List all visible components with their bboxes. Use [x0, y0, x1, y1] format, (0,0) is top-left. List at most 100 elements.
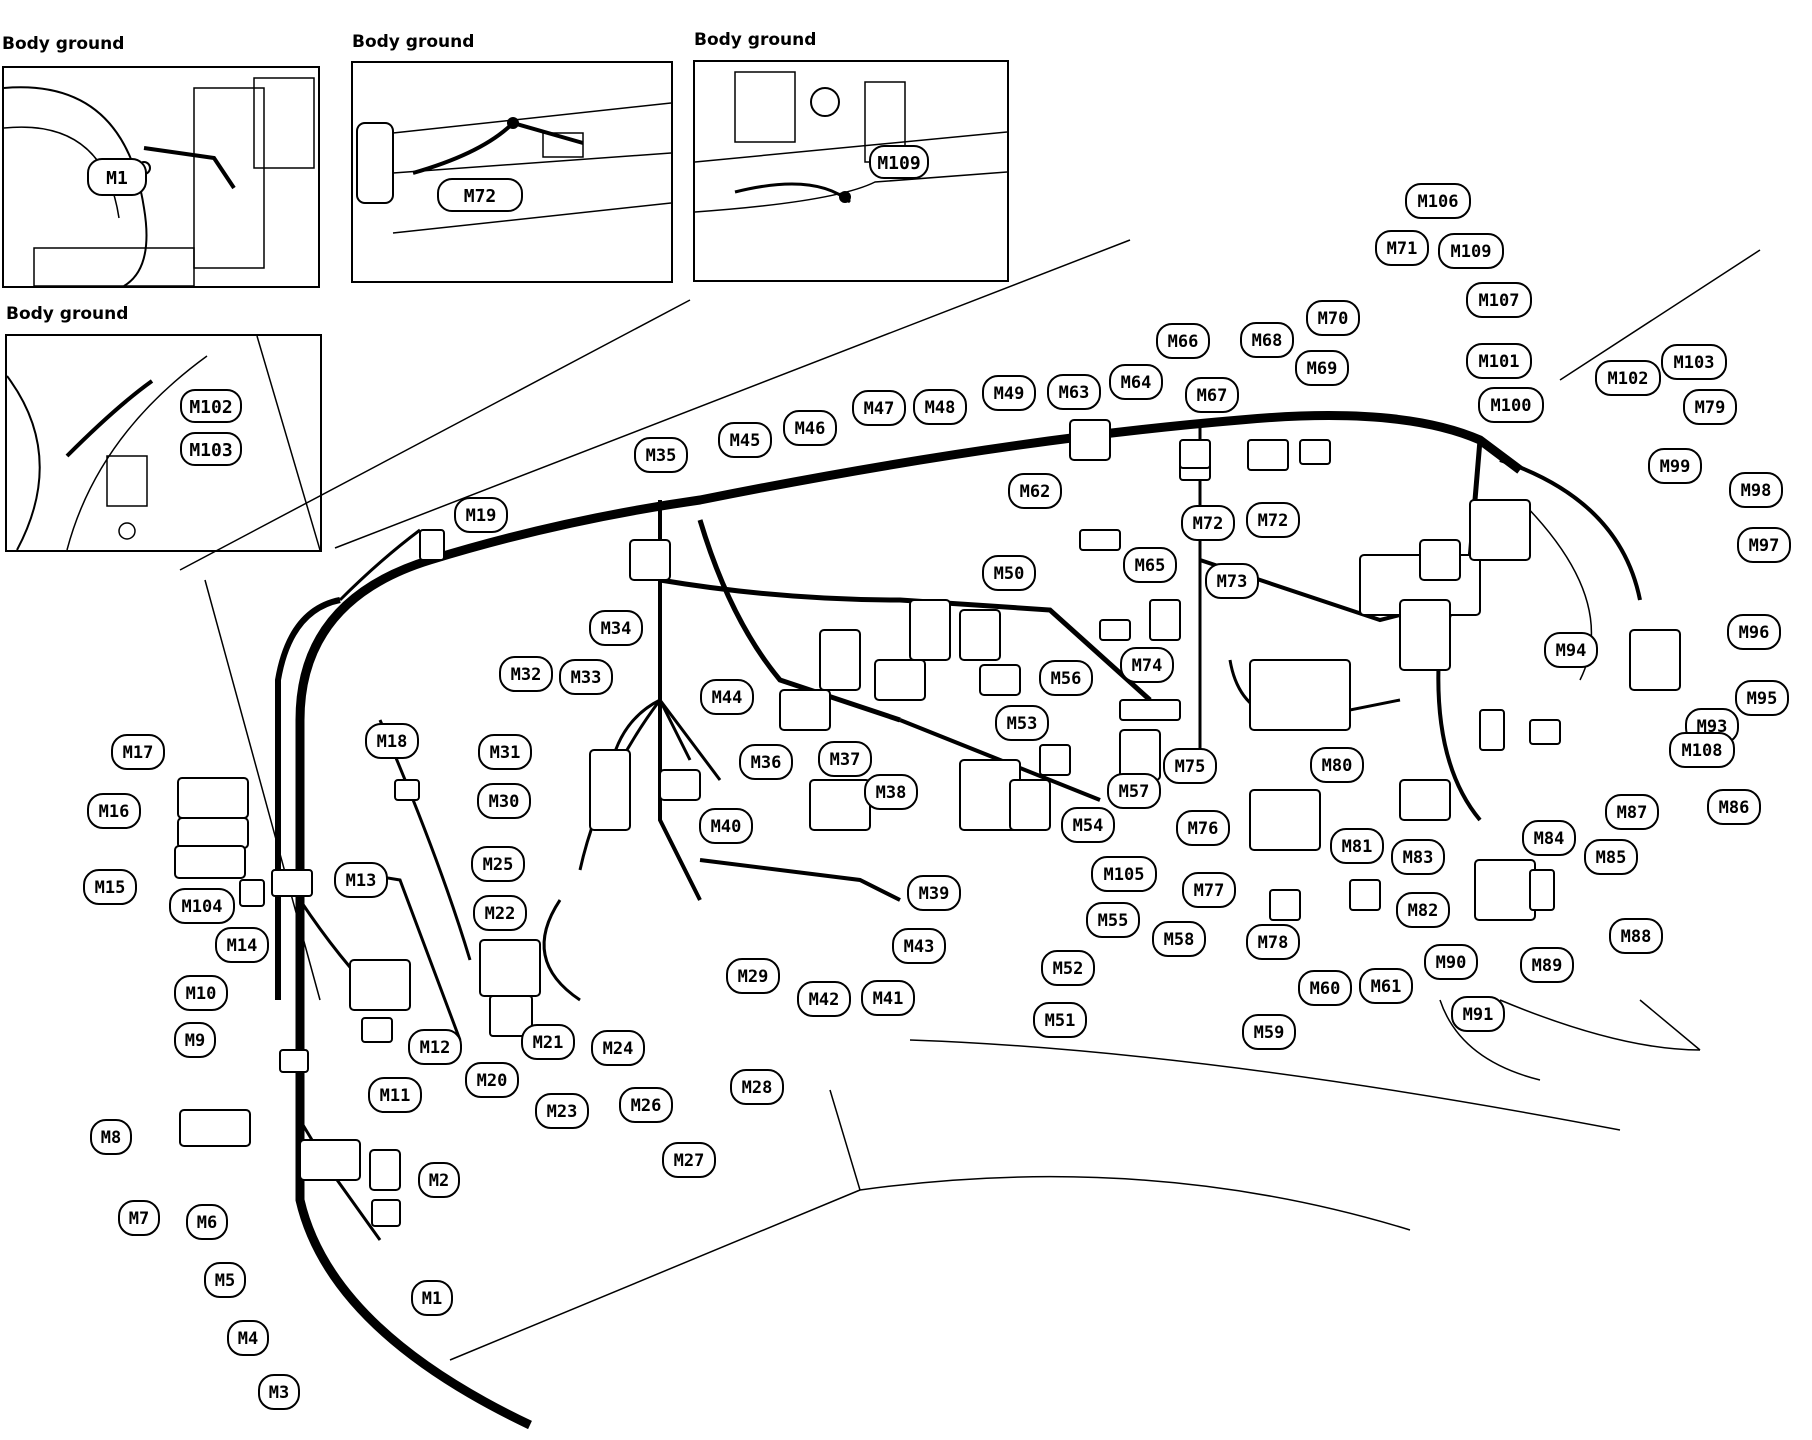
callout-label: M18: [377, 732, 408, 752]
callout-box: [726, 958, 780, 994]
connector-callout-m39: M39: [907, 875, 961, 911]
callout-box: [87, 793, 141, 829]
callout-box: [83, 869, 137, 905]
callout-label: M19: [466, 506, 497, 526]
callout-box: [1156, 323, 1210, 359]
callout-box: [1163, 748, 1217, 784]
callout-box: [1661, 344, 1727, 380]
callout-box: [465, 1062, 519, 1098]
callout-box: [499, 656, 553, 692]
connector-callout-m63: M63: [1047, 374, 1101, 410]
connector-callout-m86: M86: [1707, 789, 1761, 825]
connector-callout-m52: M52: [1041, 950, 1095, 986]
connector-callout-m49: M49: [982, 375, 1036, 411]
callout-box: [699, 808, 753, 844]
inset-title-body-ground-m109: Body ground: [694, 30, 817, 50]
connector-callout-m46: M46: [783, 410, 837, 446]
inset-connector-label: M102: [189, 397, 232, 418]
callout-box: [907, 875, 961, 911]
inset-body-ground-m102-m103: M102 M103: [5, 334, 322, 552]
inset-connector-label: M72: [464, 186, 497, 207]
callout-box: [111, 734, 165, 770]
inset-label-box: [180, 389, 242, 423]
callout-box: [473, 895, 527, 931]
callout-box: [1520, 947, 1574, 983]
callout-box: [1047, 374, 1101, 410]
connector-callout-m61: M61: [1359, 968, 1413, 1004]
callout-label: M47: [864, 399, 895, 419]
connector-callout-m41: M41: [861, 980, 915, 1016]
callout-label: M55: [1098, 911, 1129, 931]
callout-label: M37: [830, 750, 861, 770]
connector-callout-m6: M6: [186, 1204, 228, 1240]
callout-label: M45: [730, 431, 761, 451]
callout-label: M107: [1479, 291, 1520, 311]
callout-box: [1310, 747, 1364, 783]
callout-label: M108: [1682, 741, 1723, 761]
callout-label: M68: [1252, 331, 1283, 351]
connector-callout-m16: M16: [87, 793, 141, 829]
callout-label: M95: [1747, 689, 1778, 709]
callout-label: M88: [1621, 927, 1652, 947]
connector-callout-m30: M30: [477, 783, 531, 819]
callout-box: [368, 1077, 422, 1113]
callout-label: M34: [601, 619, 632, 639]
callout-box: [1033, 1002, 1087, 1038]
connector-callout-m68: M68: [1240, 322, 1294, 358]
connector-callout-m108: M108: [1669, 732, 1735, 768]
connector-callout-m25: M25: [471, 846, 525, 882]
callout-label: M40: [711, 817, 742, 837]
connector-callout-m71: M71: [1375, 230, 1429, 266]
inset-m72-drawing: M72: [356, 102, 671, 234]
callout-box: [1737, 527, 1791, 563]
connector-callout-m20: M20: [465, 1062, 519, 1098]
connector-callout-m69: M69: [1295, 350, 1349, 386]
callout-label: M21: [533, 1033, 564, 1053]
callout-label: M22: [485, 904, 516, 924]
callout-box: [1438, 233, 1504, 269]
connector-callout-m44: M44: [700, 679, 754, 715]
callout-label: M94: [1556, 641, 1587, 661]
callout-label: M72: [1258, 511, 1289, 531]
callout-box: [864, 774, 918, 810]
connector-callout-m53: M53: [995, 705, 1049, 741]
connector-callout-m34: M34: [589, 610, 643, 646]
connector-callout-m78: M78: [1246, 924, 1300, 960]
connector-callout-m58: M58: [1152, 921, 1206, 957]
callout-label: M90: [1436, 953, 1467, 973]
callout-box: [1609, 918, 1663, 954]
callout-box: [1295, 350, 1349, 386]
connector-callout-m85: M85: [1584, 839, 1638, 875]
callout-label: M52: [1053, 959, 1084, 979]
callout-box: [861, 980, 915, 1016]
callout-box: [1182, 872, 1236, 908]
callout-box: [1707, 789, 1761, 825]
connector-callout-m90: M90: [1424, 944, 1478, 980]
connector-callout-m10: M10: [174, 975, 228, 1011]
callout-box: [408, 1029, 462, 1065]
connector-callout-m54: M54: [1061, 807, 1115, 843]
callout-box: [1240, 322, 1294, 358]
connector-callout-m37: M37: [818, 741, 872, 777]
callout-box: [1605, 794, 1659, 830]
connector-callout-m59: M59: [1242, 1014, 1296, 1050]
callout-box: [1205, 563, 1259, 599]
connector-callout-m74: M74: [1120, 647, 1174, 683]
connector-callout-m87: M87: [1605, 794, 1659, 830]
callout-box: [1466, 282, 1532, 318]
callout-box: [334, 862, 388, 898]
connector-callout-m77: M77: [1182, 872, 1236, 908]
callout-box: [982, 375, 1036, 411]
callout-box: [783, 410, 837, 446]
connector-callout-m12: M12: [408, 1029, 462, 1065]
callout-box: [215, 927, 269, 963]
connector-callout-m79: M79: [1683, 389, 1737, 425]
callout-label: M15: [95, 878, 126, 898]
connector-callout-m23: M23: [535, 1093, 589, 1129]
connector-callout-m89: M89: [1520, 947, 1574, 983]
callout-box: [818, 741, 872, 777]
callout-box: [174, 975, 228, 1011]
connector-callout-m106: M106: [1405, 183, 1471, 219]
callout-box: [1359, 968, 1413, 1004]
